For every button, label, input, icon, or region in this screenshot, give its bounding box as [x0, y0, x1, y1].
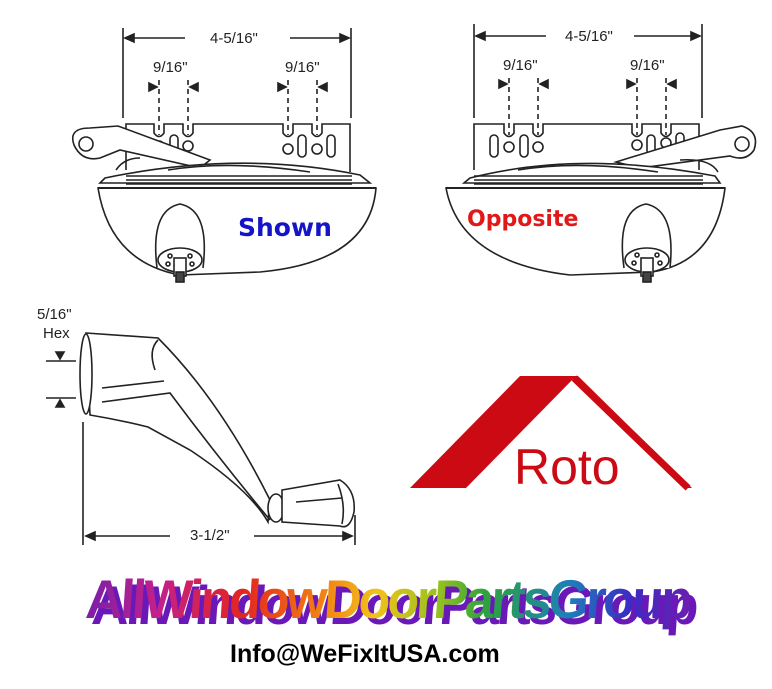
operator-opposite-drawing [445, 24, 757, 283]
crank-handle-diagram: 5/16" Hex 3-1/2" [20, 290, 370, 560]
shown-overall-width-label: 4-5/16" [207, 31, 261, 47]
contact-email: Info@WeFixItUSA.com [230, 640, 500, 668]
roto-roof-icon [410, 375, 692, 491]
operator-opposite-diagram: 4-5/16" 9/16" 9/16" Opposite [420, 0, 770, 290]
opposite-label: Opposite [467, 207, 579, 232]
shown-left-spacing-label: 9/16" [150, 60, 191, 76]
opposite-left-spacing-label: 9/16" [500, 58, 541, 74]
opposite-overall-width-label: 4-5/16" [562, 29, 616, 45]
crank-handle-drawing [46, 332, 356, 545]
opposite-right-spacing-label: 9/16" [627, 58, 668, 74]
roto-logo-text: Roto [514, 439, 620, 495]
brand-logo: AllWindowDoorPartsGroup [83, 569, 692, 631]
hex-label: Hex [40, 326, 73, 342]
footer: AllWindowDoorPartsGroup AllWindowDoorPar… [0, 560, 772, 689]
shown-right-spacing-label: 9/16" [282, 60, 323, 76]
roto-logo: Roto [400, 360, 700, 510]
operator-shown-diagram: 4-5/16" 9/16" 9/16" Shown [60, 0, 380, 290]
hex-size-label: 5/16" [34, 307, 75, 323]
shown-label: Shown [238, 213, 332, 242]
crank-length-label: 3-1/2" [187, 528, 233, 544]
operator-shown-drawing [71, 28, 377, 283]
